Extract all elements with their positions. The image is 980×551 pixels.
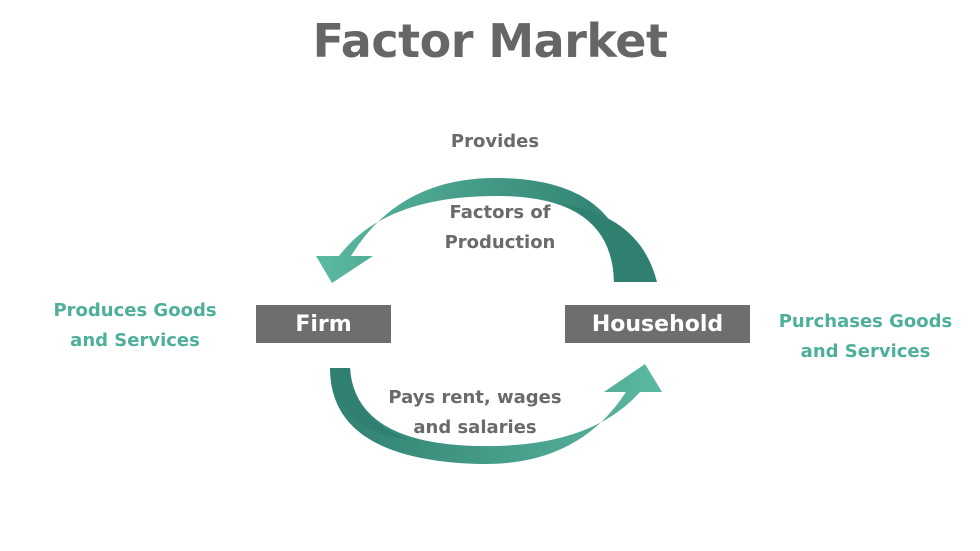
payment-flow-arrow-tail [330,368,410,440]
pays-line-2: and salaries [413,417,537,438]
factors-line-2: Production [444,232,556,253]
purchases-line-2: and Services [800,341,931,362]
provides-text: Provides [450,131,540,152]
factors-line-1: Factors of [449,202,551,223]
purchases-line-1: Purchases Goods [778,311,953,332]
produces-goods-label: Produces Goods and Services [30,296,240,356]
payment-flow-arrow [330,364,662,465]
purchases-goods-label: Purchases Goods and Services [758,307,973,367]
factors-flow-arrow [316,177,629,283]
pays-line-1: Pays rent, wages [388,387,562,408]
factors-flow-arrow-tail [560,204,657,282]
factors-of-production-label: Factors of Production [400,198,600,258]
household-node: Household [565,305,750,343]
pays-rent-label: Pays rent, wages and salaries [370,383,580,443]
provides-label: Provides [395,127,595,157]
produces-line-2: and Services [70,330,200,351]
diagram-title: Factor Market [312,14,668,68]
firm-node: Firm [256,305,391,343]
produces-line-1: Produces Goods [53,300,217,321]
